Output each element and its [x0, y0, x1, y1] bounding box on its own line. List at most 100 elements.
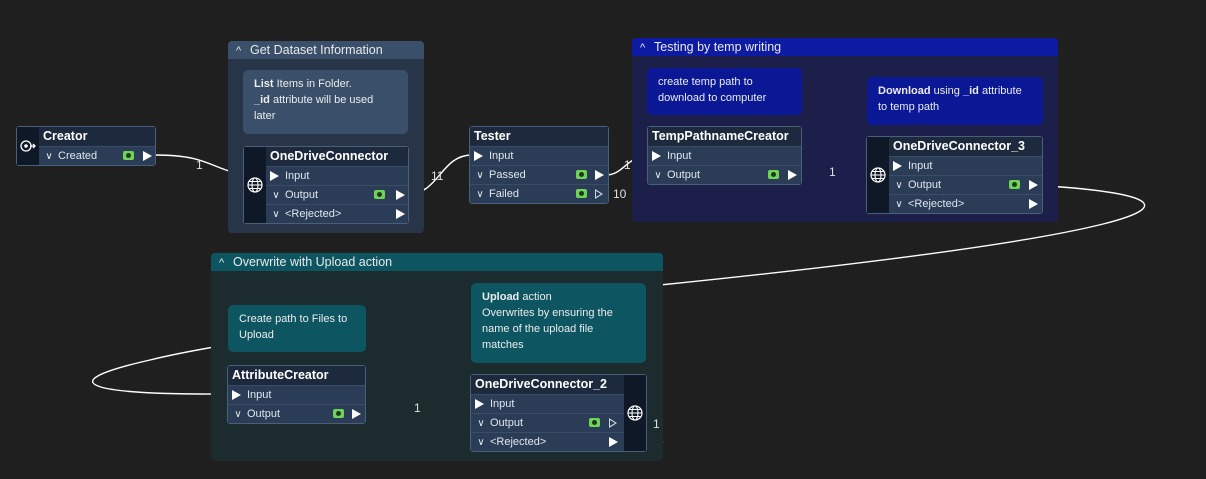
rejected-port[interactable]: ∨ <Rejected> [889, 194, 1042, 213]
output-port[interactable]: ∨ Output [648, 165, 801, 184]
annotation-temp-path[interactable]: create temp path to download to computer [647, 68, 802, 115]
chevron-down-icon[interactable]: ∨ [654, 170, 662, 181]
node-title: AttributeCreator [228, 366, 365, 385]
creator-icon [20, 140, 36, 152]
feature-cache-eye-icon[interactable] [576, 189, 587, 198]
feature-count: 10 [613, 187, 627, 201]
output-port[interactable]: ∨ Output [228, 404, 365, 423]
failed-port[interactable]: ∨ Failed [470, 184, 608, 203]
output-arrow-icon[interactable] [1029, 199, 1038, 209]
input-port[interactable]: Input [228, 385, 365, 404]
annotation-text: using [930, 85, 963, 97]
port-label: Failed [489, 188, 519, 200]
output-port[interactable]: ∨ Created [39, 146, 155, 165]
chevron-down-icon[interactable]: ∨ [476, 170, 484, 181]
passed-port[interactable]: ∨ Passed [470, 165, 608, 184]
annotation-upload[interactable]: Upload action Overwrites by ensuring the… [471, 283, 646, 363]
chevron-down-icon[interactable]: ∨ [895, 180, 903, 191]
port-label: <Rejected> [908, 198, 965, 210]
collapse-chevron-icon[interactable]: ^ [640, 42, 646, 54]
port-label: <Rejected> [285, 208, 342, 220]
output-arrow-icon[interactable] [609, 437, 618, 447]
bookmark-header[interactable]: ^ Testing by temp writing [632, 38, 1058, 56]
port-label: Created [58, 150, 98, 162]
node-onedriveconnector[interactable]: OneDriveConnector Input ∨ Output ∨ <Reje… [243, 146, 409, 224]
output-port[interactable]: ∨ Output [266, 185, 408, 204]
output-port[interactable]: ∨ Output [889, 175, 1042, 194]
output-arrow-icon[interactable] [788, 170, 797, 180]
globe-icon [870, 167, 886, 183]
input-port[interactable]: Input [266, 166, 408, 185]
annotation-download[interactable]: Download using _id attribute to temp pat… [867, 77, 1043, 125]
node-onedriveconnector-2[interactable]: OneDriveConnector_2 Input ∨ Output ∨ <Re… [470, 374, 647, 452]
node-title: Creator [39, 127, 155, 146]
input-arrow-icon[interactable] [652, 151, 661, 161]
port-label: Output [247, 408, 281, 420]
feature-cache-eye-icon[interactable] [768, 170, 779, 179]
bookmark-header[interactable]: ^Overwrite with Upload action [211, 253, 663, 271]
port-label: Input [490, 398, 515, 410]
node-title: OneDriveConnector_3 [889, 137, 1042, 156]
chevron-down-icon[interactable]: ∨ [477, 437, 485, 448]
chevron-down-icon[interactable]: ∨ [272, 190, 280, 201]
output-arrow-icon[interactable] [1029, 180, 1038, 190]
node-temppathnamecreator[interactable]: TempPathnameCreator Input ∨ Output [647, 126, 802, 185]
port-label: Input [247, 389, 272, 401]
node-title: OneDriveConnector [266, 147, 408, 166]
node-attributecreator[interactable]: AttributeCreator Input ∨ Output [227, 365, 366, 424]
feature-cache-eye-icon[interactable] [589, 418, 600, 427]
output-arrow-icon[interactable] [595, 170, 604, 180]
annotation-bold-text: _id [962, 85, 979, 97]
output-arrow-outline-icon[interactable] [609, 418, 617, 428]
output-arrow-icon[interactable] [396, 209, 405, 219]
feature-cache-eye-icon[interactable] [1009, 180, 1020, 189]
input-arrow-icon[interactable] [232, 390, 241, 400]
feature-count: 11 [431, 169, 444, 183]
chevron-down-icon[interactable]: ∨ [477, 418, 485, 429]
node-title: Tester [470, 127, 608, 146]
node-title: OneDriveConnector_2 [471, 375, 624, 394]
output-arrow-icon[interactable] [396, 190, 405, 200]
output-arrow-icon[interactable] [143, 151, 152, 161]
node-onedriveconnector-3[interactable]: OneDriveConnector_3 Input ∨ Output ∨ <Re… [866, 136, 1043, 214]
output-arrow-icon[interactable] [352, 409, 361, 419]
chevron-down-icon[interactable]: ∨ [234, 409, 242, 420]
input-arrow-icon[interactable] [893, 161, 902, 171]
node-icon-column [624, 375, 646, 451]
input-arrow-icon[interactable] [475, 399, 484, 409]
feature-cache-eye-icon[interactable] [123, 151, 134, 160]
node-icon-column [244, 147, 266, 223]
port-label: Input [908, 160, 933, 172]
bookmark-title: Testing by temp writing [654, 40, 782, 54]
annotation-text: Items in Folder. [273, 78, 352, 90]
output-arrow-outline-icon[interactable] [595, 189, 603, 199]
collapse-chevron-icon[interactable]: ^ [236, 45, 242, 57]
node-icon-column [867, 137, 889, 213]
port-label: <Rejected> [490, 436, 547, 448]
feature-cache-eye-icon[interactable] [576, 170, 587, 179]
annotation-create-path[interactable]: Create path to Files to Upload [228, 305, 366, 352]
node-creator[interactable]: Creator ∨ Created [16, 126, 156, 166]
feature-count: 1 [829, 165, 836, 179]
output-port[interactable]: ∨ Output [471, 413, 624, 432]
input-port[interactable]: Input [471, 394, 624, 413]
node-tester[interactable]: Tester Input ∨ Passed ∨ Failed [469, 126, 609, 204]
feature-cache-eye-icon[interactable] [333, 409, 344, 418]
rejected-port[interactable]: ∨ <Rejected> [266, 204, 408, 223]
annotation-bold-text: List [254, 78, 274, 90]
collapse-chevron-icon[interactable]: ^ [219, 257, 225, 269]
input-port[interactable]: Input [889, 156, 1042, 175]
bookmark-header[interactable]: ^Get Dataset Information [228, 41, 424, 59]
feature-cache-eye-icon[interactable] [374, 190, 385, 199]
input-port[interactable]: Input [648, 146, 801, 165]
annotation-bold-text: _id [254, 94, 270, 106]
chevron-down-icon[interactable]: ∨ [272, 209, 280, 220]
input-port[interactable]: Input [470, 146, 608, 165]
annotation-list-items[interactable]: List Items in Folder. _id attribute will… [243, 70, 408, 134]
chevron-down-icon[interactable]: ∨ [895, 199, 903, 210]
chevron-down-icon[interactable]: ∨ [476, 189, 484, 200]
input-arrow-icon[interactable] [270, 171, 279, 181]
chevron-down-icon[interactable]: ∨ [45, 151, 53, 162]
input-arrow-icon[interactable] [474, 151, 483, 161]
rejected-port[interactable]: ∨ <Rejected> [471, 432, 624, 451]
